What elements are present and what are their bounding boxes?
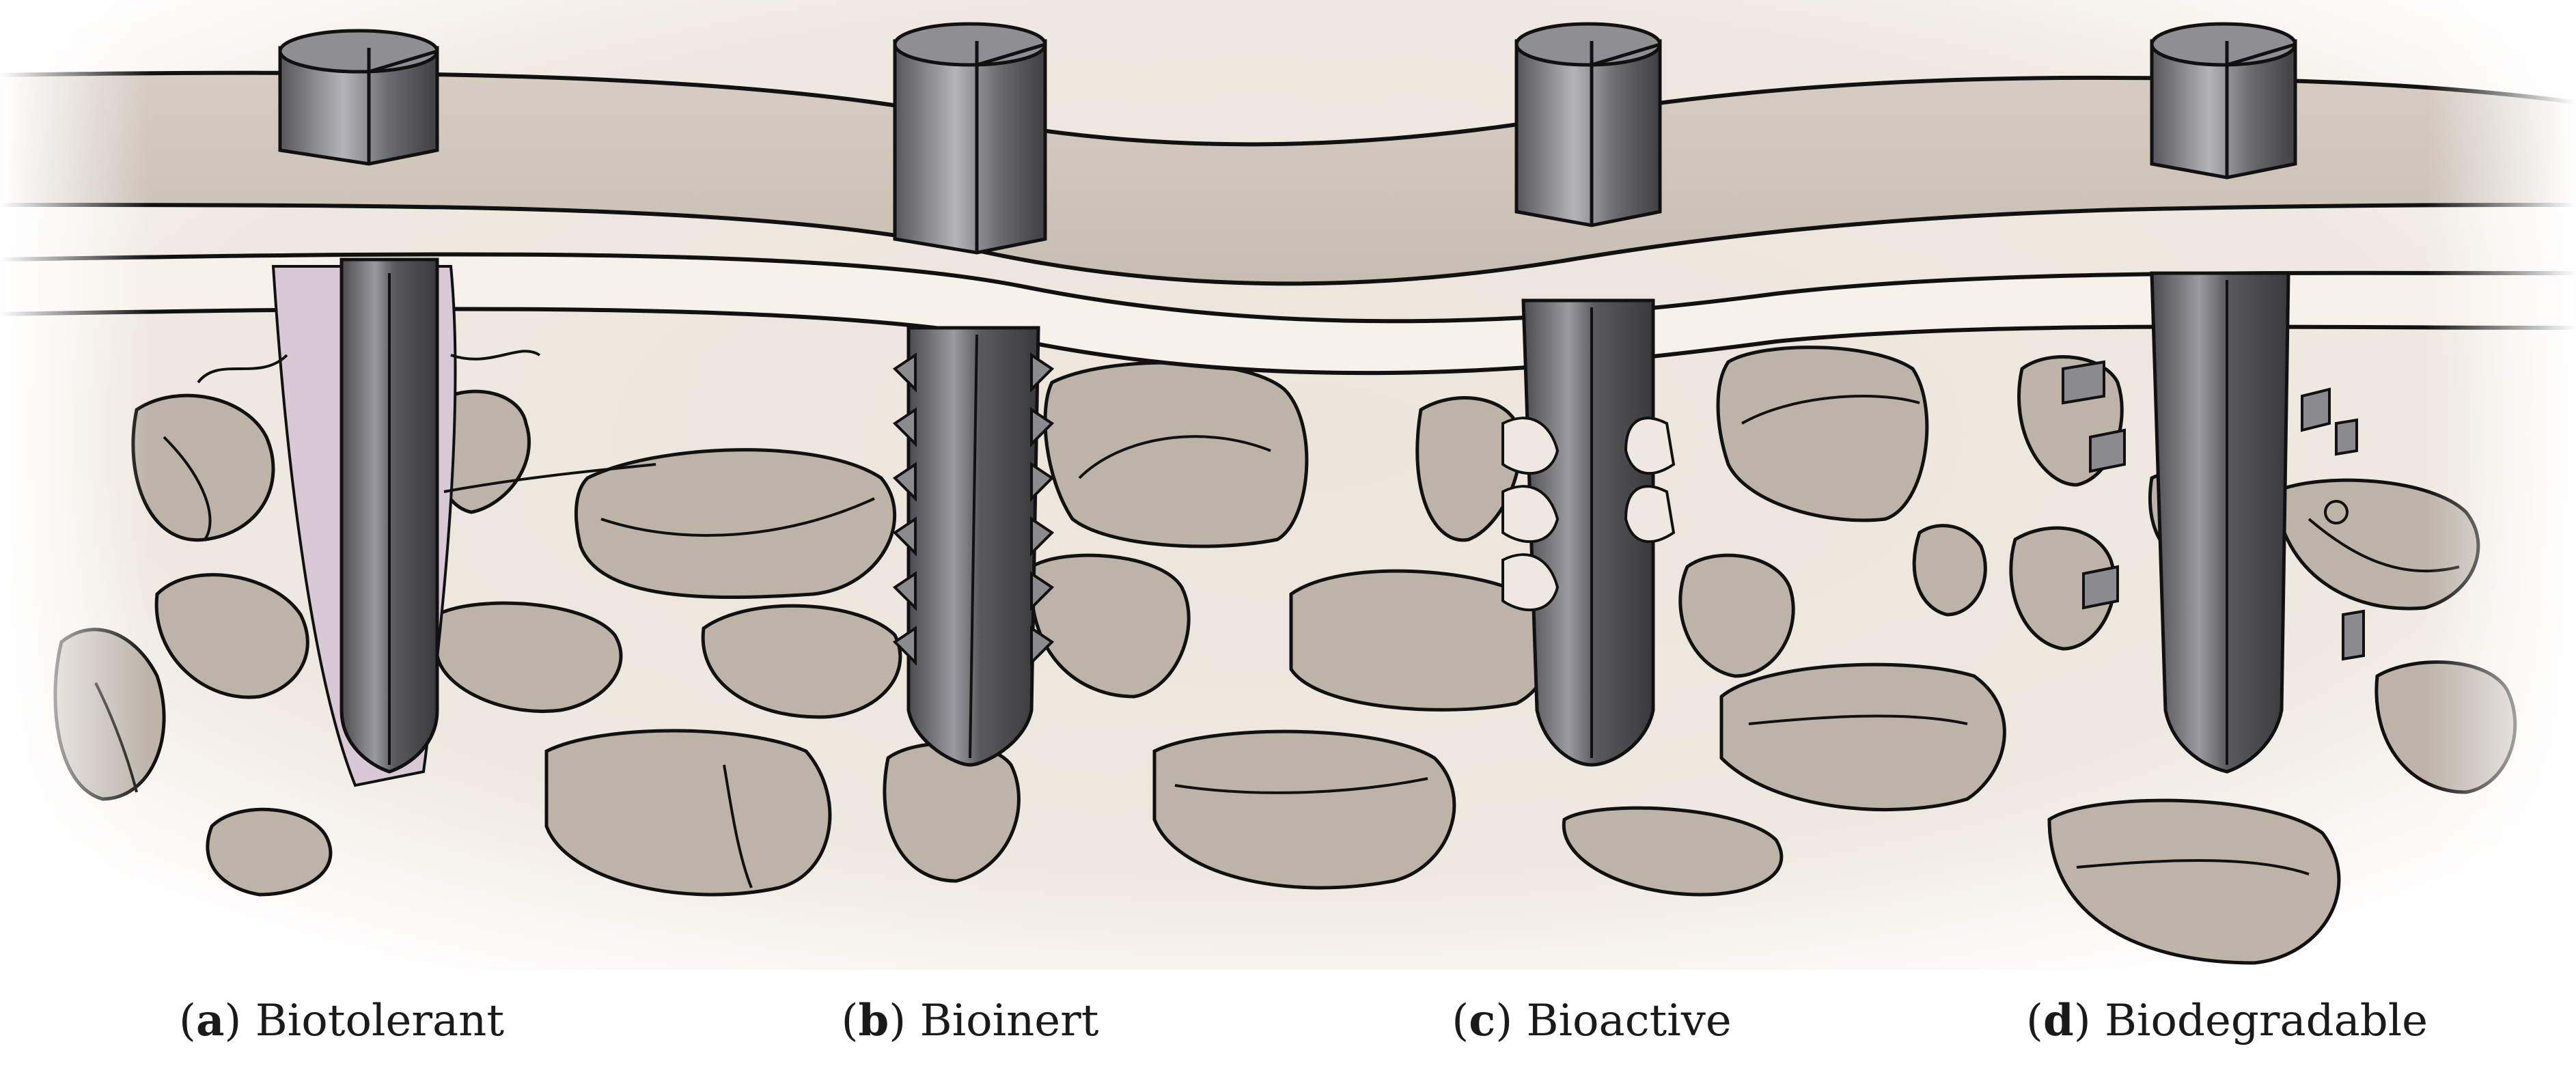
fade-left: [0, 0, 150, 970]
caption-a: (a) Biotolerant: [178, 995, 505, 1046]
bone-ingrowth: [1501, 417, 1676, 611]
screw-c-bioactive: [1501, 22, 1676, 767]
cavity: [2047, 798, 2341, 965]
screw-shaft: [1521, 298, 1655, 767]
screw-head: [893, 39, 1047, 255]
cavity-nodule: [2324, 500, 2349, 524]
cavity: [2009, 526, 2116, 651]
marrow-cavities: [53, 346, 2517, 965]
degraded-fragments: [2062, 360, 2365, 661]
screw-threads: [892, 352, 1055, 666]
cavity: [1716, 346, 1929, 522]
caption-c: (c) Bioactive: [1452, 995, 1732, 1046]
cavity: [154, 573, 309, 699]
screw-a-biotolerant: [197, 29, 656, 787]
caption-d: (d) Biodegradable: [2025, 995, 2428, 1046]
cavity: [1152, 729, 1456, 890]
cavity: [131, 393, 275, 542]
screw-b-bioinert: [892, 22, 1055, 767]
screw-head: [1514, 39, 1662, 227]
cavity: [1678, 553, 1795, 678]
cavity: [1912, 524, 1987, 617]
cavity: [574, 448, 897, 600]
caption-b: (b) Bioinert: [841, 995, 1099, 1046]
fade-right: [2426, 0, 2576, 970]
cavity: [206, 807, 333, 897]
cavity: [1719, 662, 2006, 812]
cavity: [1029, 553, 1191, 699]
screw-shaft: [2150, 271, 2290, 774]
screw-d-biodegradable: [2062, 22, 2365, 774]
cavity: [544, 729, 832, 897]
cavity: [1562, 806, 1784, 897]
cavity: [701, 604, 902, 719]
cavity: [1043, 361, 1309, 548]
cavity: [435, 601, 623, 713]
